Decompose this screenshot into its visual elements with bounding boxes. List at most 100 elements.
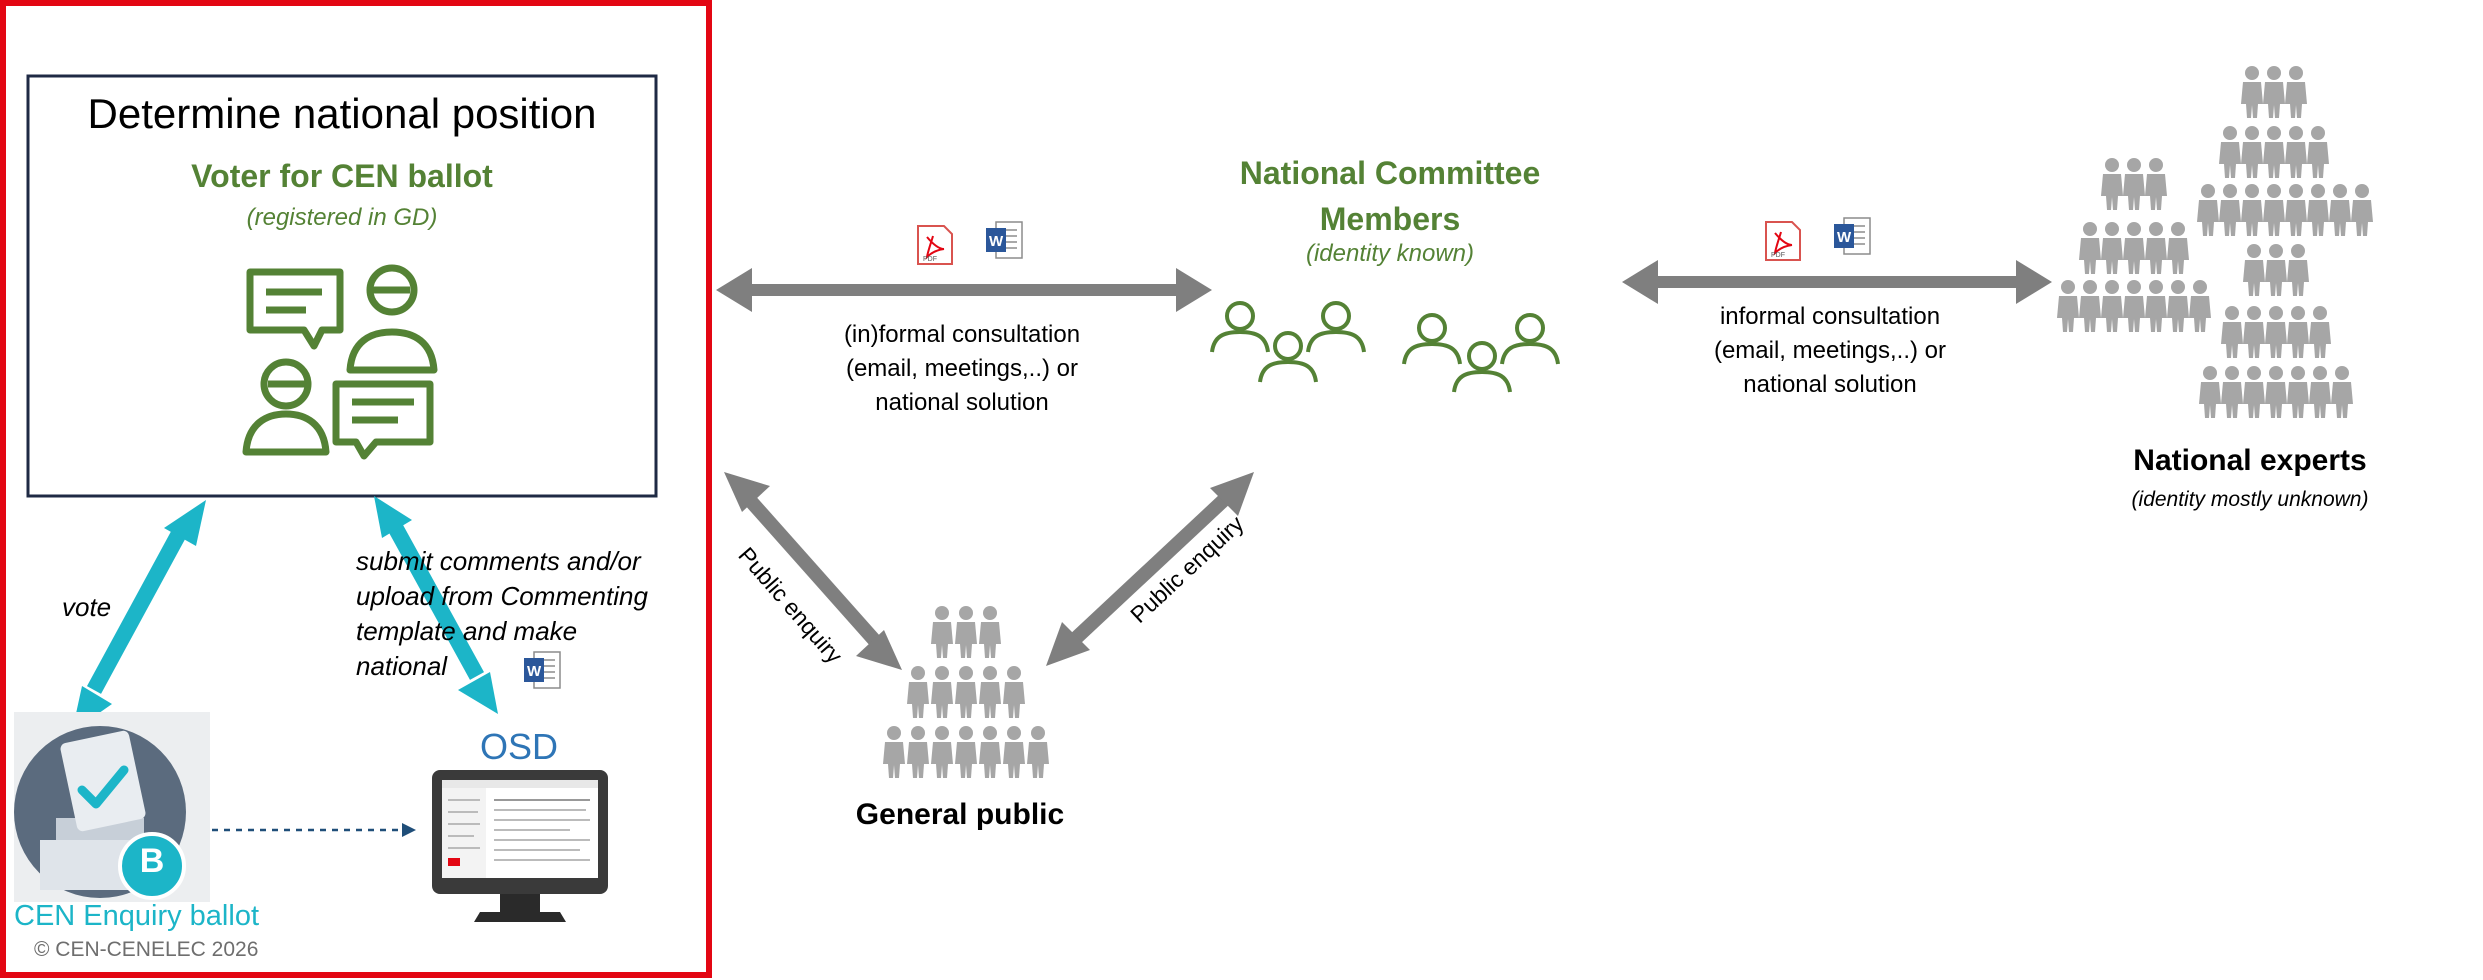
person-icon: [2287, 306, 2309, 358]
red-frame: [0, 0, 712, 978]
person-icon: [979, 726, 1001, 778]
person-icon: [907, 726, 929, 778]
person-icon: [2145, 158, 2167, 210]
experts-title: National experts: [2133, 444, 2367, 477]
person-icon: [2219, 126, 2241, 178]
right-exchange-line2: (email, meetings,..) or: [1713, 337, 1947, 364]
person-icon: [2145, 222, 2167, 274]
person-icon: [2263, 184, 2285, 236]
person-icon: [2287, 244, 2309, 296]
person-icon: [2123, 222, 2145, 274]
experts-note: (identity mostly unknown): [2131, 488, 2369, 511]
person-icon: [2101, 280, 2123, 332]
person-icon: [979, 606, 1001, 658]
right-exchange-line3: national solution: [1743, 371, 1917, 398]
person-icon: [2307, 126, 2329, 178]
voter-subtitle: Voter for CEN ballot: [191, 158, 493, 194]
right-exchange-text: informal consultation (email, meetings,.…: [1640, 300, 2020, 402]
person-icon: [2243, 366, 2265, 418]
submit-line2: upload from Commenting: [356, 581, 648, 611]
national-position-box: [26, 74, 658, 498]
person-icon: [955, 606, 977, 658]
person-icon: [2351, 184, 2373, 236]
committee-title-line2: Members: [1319, 201, 1461, 237]
person-icon: [931, 666, 953, 718]
person-icon: [2309, 306, 2331, 358]
person-icon: [2101, 158, 2123, 210]
person-icon: [1003, 726, 1025, 778]
person-icon: [2197, 184, 2219, 236]
person-icon: [2145, 280, 2167, 332]
ballot-box-icon: [14, 712, 210, 902]
public-enquiry-arrow-right: [1046, 472, 1254, 666]
person-icon: [2265, 366, 2287, 418]
person-icon: [2331, 366, 2353, 418]
submit-line1: submit comments and/or: [356, 546, 641, 576]
person-icon: [2219, 184, 2241, 236]
chat-people-icon: [242, 264, 438, 460]
copyright: © CEN-CENELEC 2026: [34, 938, 259, 961]
national-position-title: Determine national position: [87, 90, 597, 137]
person-icon: [2243, 306, 2265, 358]
person-icon: [2101, 222, 2123, 274]
committee-icon: [1210, 301, 1560, 394]
committee-title: National Committee Members: [1180, 150, 1600, 242]
person-icon: [2123, 280, 2145, 332]
person-icon: [2241, 184, 2263, 236]
person-icon: [2199, 366, 2221, 418]
word-icon: [985, 221, 1023, 259]
pdf-icon: [1765, 221, 1801, 261]
osd-label: OSD: [480, 726, 559, 767]
person-icon: [2221, 306, 2243, 358]
person-icon: [955, 666, 977, 718]
monitor-icon: [432, 770, 608, 922]
pdf-icon: [917, 225, 953, 265]
person-icon: [931, 726, 953, 778]
person-icon: [2285, 184, 2307, 236]
person-icon: [2287, 366, 2309, 418]
person-icon: [2309, 366, 2331, 418]
person-icon: [2285, 126, 2307, 178]
person-icon: [955, 726, 977, 778]
person-icon: [2167, 280, 2189, 332]
left-exchange-arrow: [716, 268, 1212, 312]
left-exchange-line2: (email, meetings,..) or: [845, 355, 1079, 382]
dashed-arrow: [212, 823, 416, 837]
submit-line3: template and make: [356, 616, 578, 646]
left-exchange-text: (in)formal consultation (email, meetings…: [760, 318, 1164, 420]
person-icon: [2263, 126, 2285, 178]
person-icon: [2189, 280, 2211, 332]
registered-note: (registered in GD): [246, 204, 438, 231]
submit-line4: national: [356, 651, 448, 681]
person-icon: [2263, 66, 2285, 118]
people-crowd-icon: [883, 606, 1049, 778]
person-icon: [907, 666, 929, 718]
person-icon: [2265, 306, 2287, 358]
public-title: General public: [855, 798, 1065, 831]
committee-note: (identity known): [1305, 240, 1475, 267]
left-exchange-line3: national solution: [875, 389, 1049, 416]
ballot-label: CEN Enquiry ballot: [14, 900, 259, 932]
person-icon: [2265, 244, 2287, 296]
vote-label: vote: [62, 592, 112, 622]
person-icon: [2243, 244, 2265, 296]
committee-title-line1: National Committee: [1239, 155, 1541, 191]
left-exchange-line1: (in)formal consultation: [843, 321, 1081, 348]
person-icon: [2307, 184, 2329, 236]
person-icon: [2057, 280, 2079, 332]
person-icon: [1003, 666, 1025, 718]
person-icon: [1027, 726, 1049, 778]
person-icon: [2079, 222, 2101, 274]
ballot-badge-letter: B: [139, 842, 165, 880]
person-icon: [931, 606, 953, 658]
submit-arrow: [374, 496, 498, 714]
person-icon: [883, 726, 905, 778]
person-icon: [2123, 158, 2145, 210]
person-icon: [2079, 280, 2101, 332]
person-icon: [2329, 184, 2351, 236]
right-exchange-arrow: [1622, 260, 2052, 304]
person-icon: [2241, 126, 2263, 178]
public-enquiry-arrow-left: [724, 472, 902, 670]
person-icon: [2167, 222, 2189, 274]
